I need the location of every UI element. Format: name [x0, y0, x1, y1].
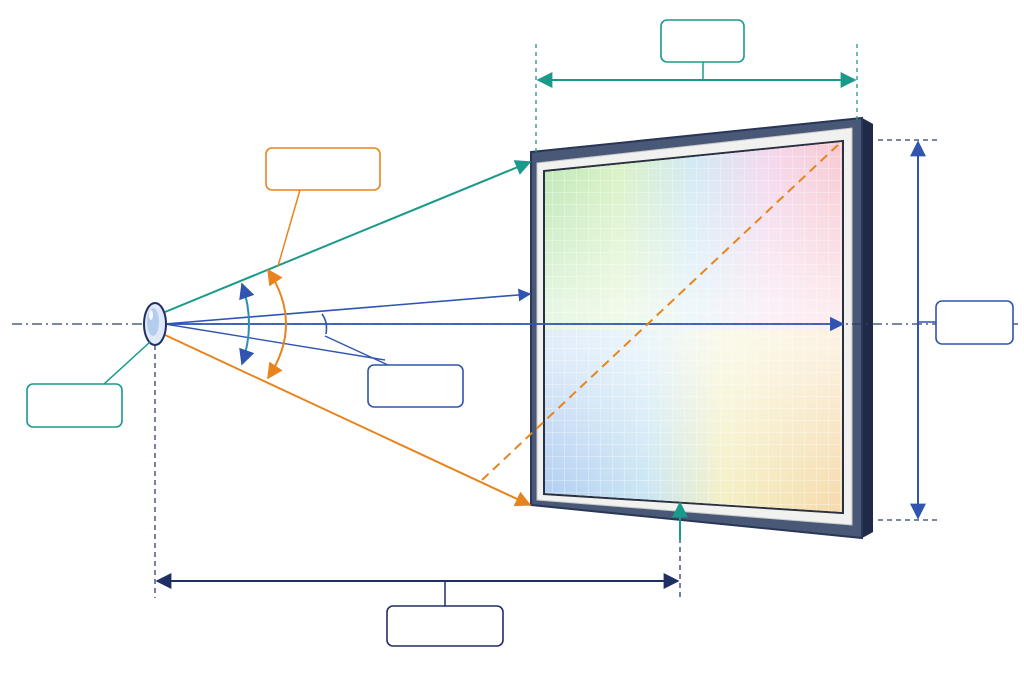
diagonal-fov-arc [267, 268, 287, 380]
ray-bottom-orange [164, 334, 532, 507]
callout-screen-height [935, 300, 1014, 345]
tilt-angle-arc [321, 313, 328, 335]
callout-screen-width [660, 19, 745, 63]
leader-diagonal-fov [277, 189, 301, 267]
ray-top-teal [164, 160, 532, 313]
camera-lens-icon [143, 302, 167, 346]
horizontal-fov-arc [239, 282, 255, 366]
diagonal-dashed [481, 142, 841, 481]
monitor-screen-border [543, 139, 844, 515]
ray-bottom-blue [164, 323, 386, 361]
callout-tilt-angle [367, 364, 464, 408]
leader-tilt [324, 335, 389, 366]
monitor [530, 116, 873, 540]
monitor-frame-side [862, 118, 873, 538]
ray-top-blue [164, 288, 532, 325]
callout-diagonal-fov [265, 147, 381, 191]
callout-view-distance [386, 605, 504, 647]
leader-camera [103, 341, 151, 385]
callout-camera [26, 383, 123, 428]
screen-pixel-grid [545, 142, 842, 512]
